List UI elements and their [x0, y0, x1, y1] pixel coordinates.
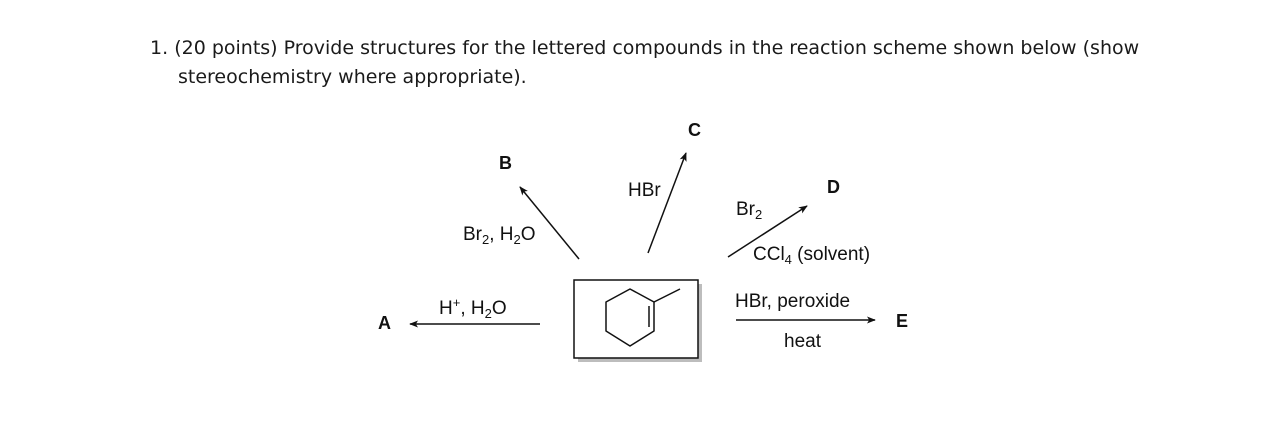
reagent-to-b-subscript-2: 2 — [513, 232, 521, 247]
arrow-to-b — [519, 186, 580, 260]
compound-e-label: E — [896, 311, 909, 331]
reagent-to-b-part1: Br — [463, 224, 482, 245]
compound-b-label: B — [499, 153, 512, 173]
reagent-to-e-below: heat — [784, 331, 821, 352]
compound-a-label: A — [378, 313, 391, 333]
reagent-to-d-below-part2: (solvent) — [791, 244, 871, 265]
reagent-to-d-above-part1: Br — [736, 199, 755, 220]
reagent-to-a-part3: O — [491, 298, 507, 319]
compound-d-label: D — [827, 177, 840, 197]
question-line-2: stereochemistry where appropriate). — [178, 66, 527, 88]
reagent-to-a-superscript: + — [452, 295, 461, 310]
reagent-to-b: Br2, H2O — [463, 224, 536, 246]
compound-c-label: C — [688, 120, 701, 140]
starting-material-box — [573, 279, 702, 362]
reagent-to-b-part2: , H — [489, 224, 514, 245]
arrow-to-c — [647, 152, 687, 254]
reagent-to-d-below-subscript: 4 — [784, 252, 792, 267]
reagent-to-b-subscript-1: 2 — [482, 232, 490, 247]
question-text: 1. (20 points) Provide structures for th… — [150, 34, 1230, 92]
reagent-to-d-above-subscript: 2 — [755, 207, 763, 222]
arrow-to-d — [727, 205, 808, 258]
1-methylcyclohexene-structure-icon — [605, 288, 681, 347]
question-number: 1. — [150, 37, 169, 59]
reagent-to-a: H+, H2O — [439, 295, 507, 321]
reagent-to-c: HBr — [628, 180, 661, 201]
reagent-to-d-above: Br2 — [736, 199, 762, 221]
reagent-to-a-subscript: 2 — [484, 306, 492, 321]
reagent-to-d-below: CCl4 (solvent) — [753, 244, 870, 266]
reagent-to-d-below-part1: CCl — [753, 244, 785, 265]
reagent-to-a-part1: H — [439, 298, 453, 319]
reagent-to-a-part2: , H — [460, 298, 485, 319]
reagent-to-e-above: HBr, peroxide — [735, 291, 851, 312]
reagent-to-b-part3: O — [520, 224, 536, 245]
question-line-1: (20 points) Provide structures for the l… — [174, 37, 1140, 59]
